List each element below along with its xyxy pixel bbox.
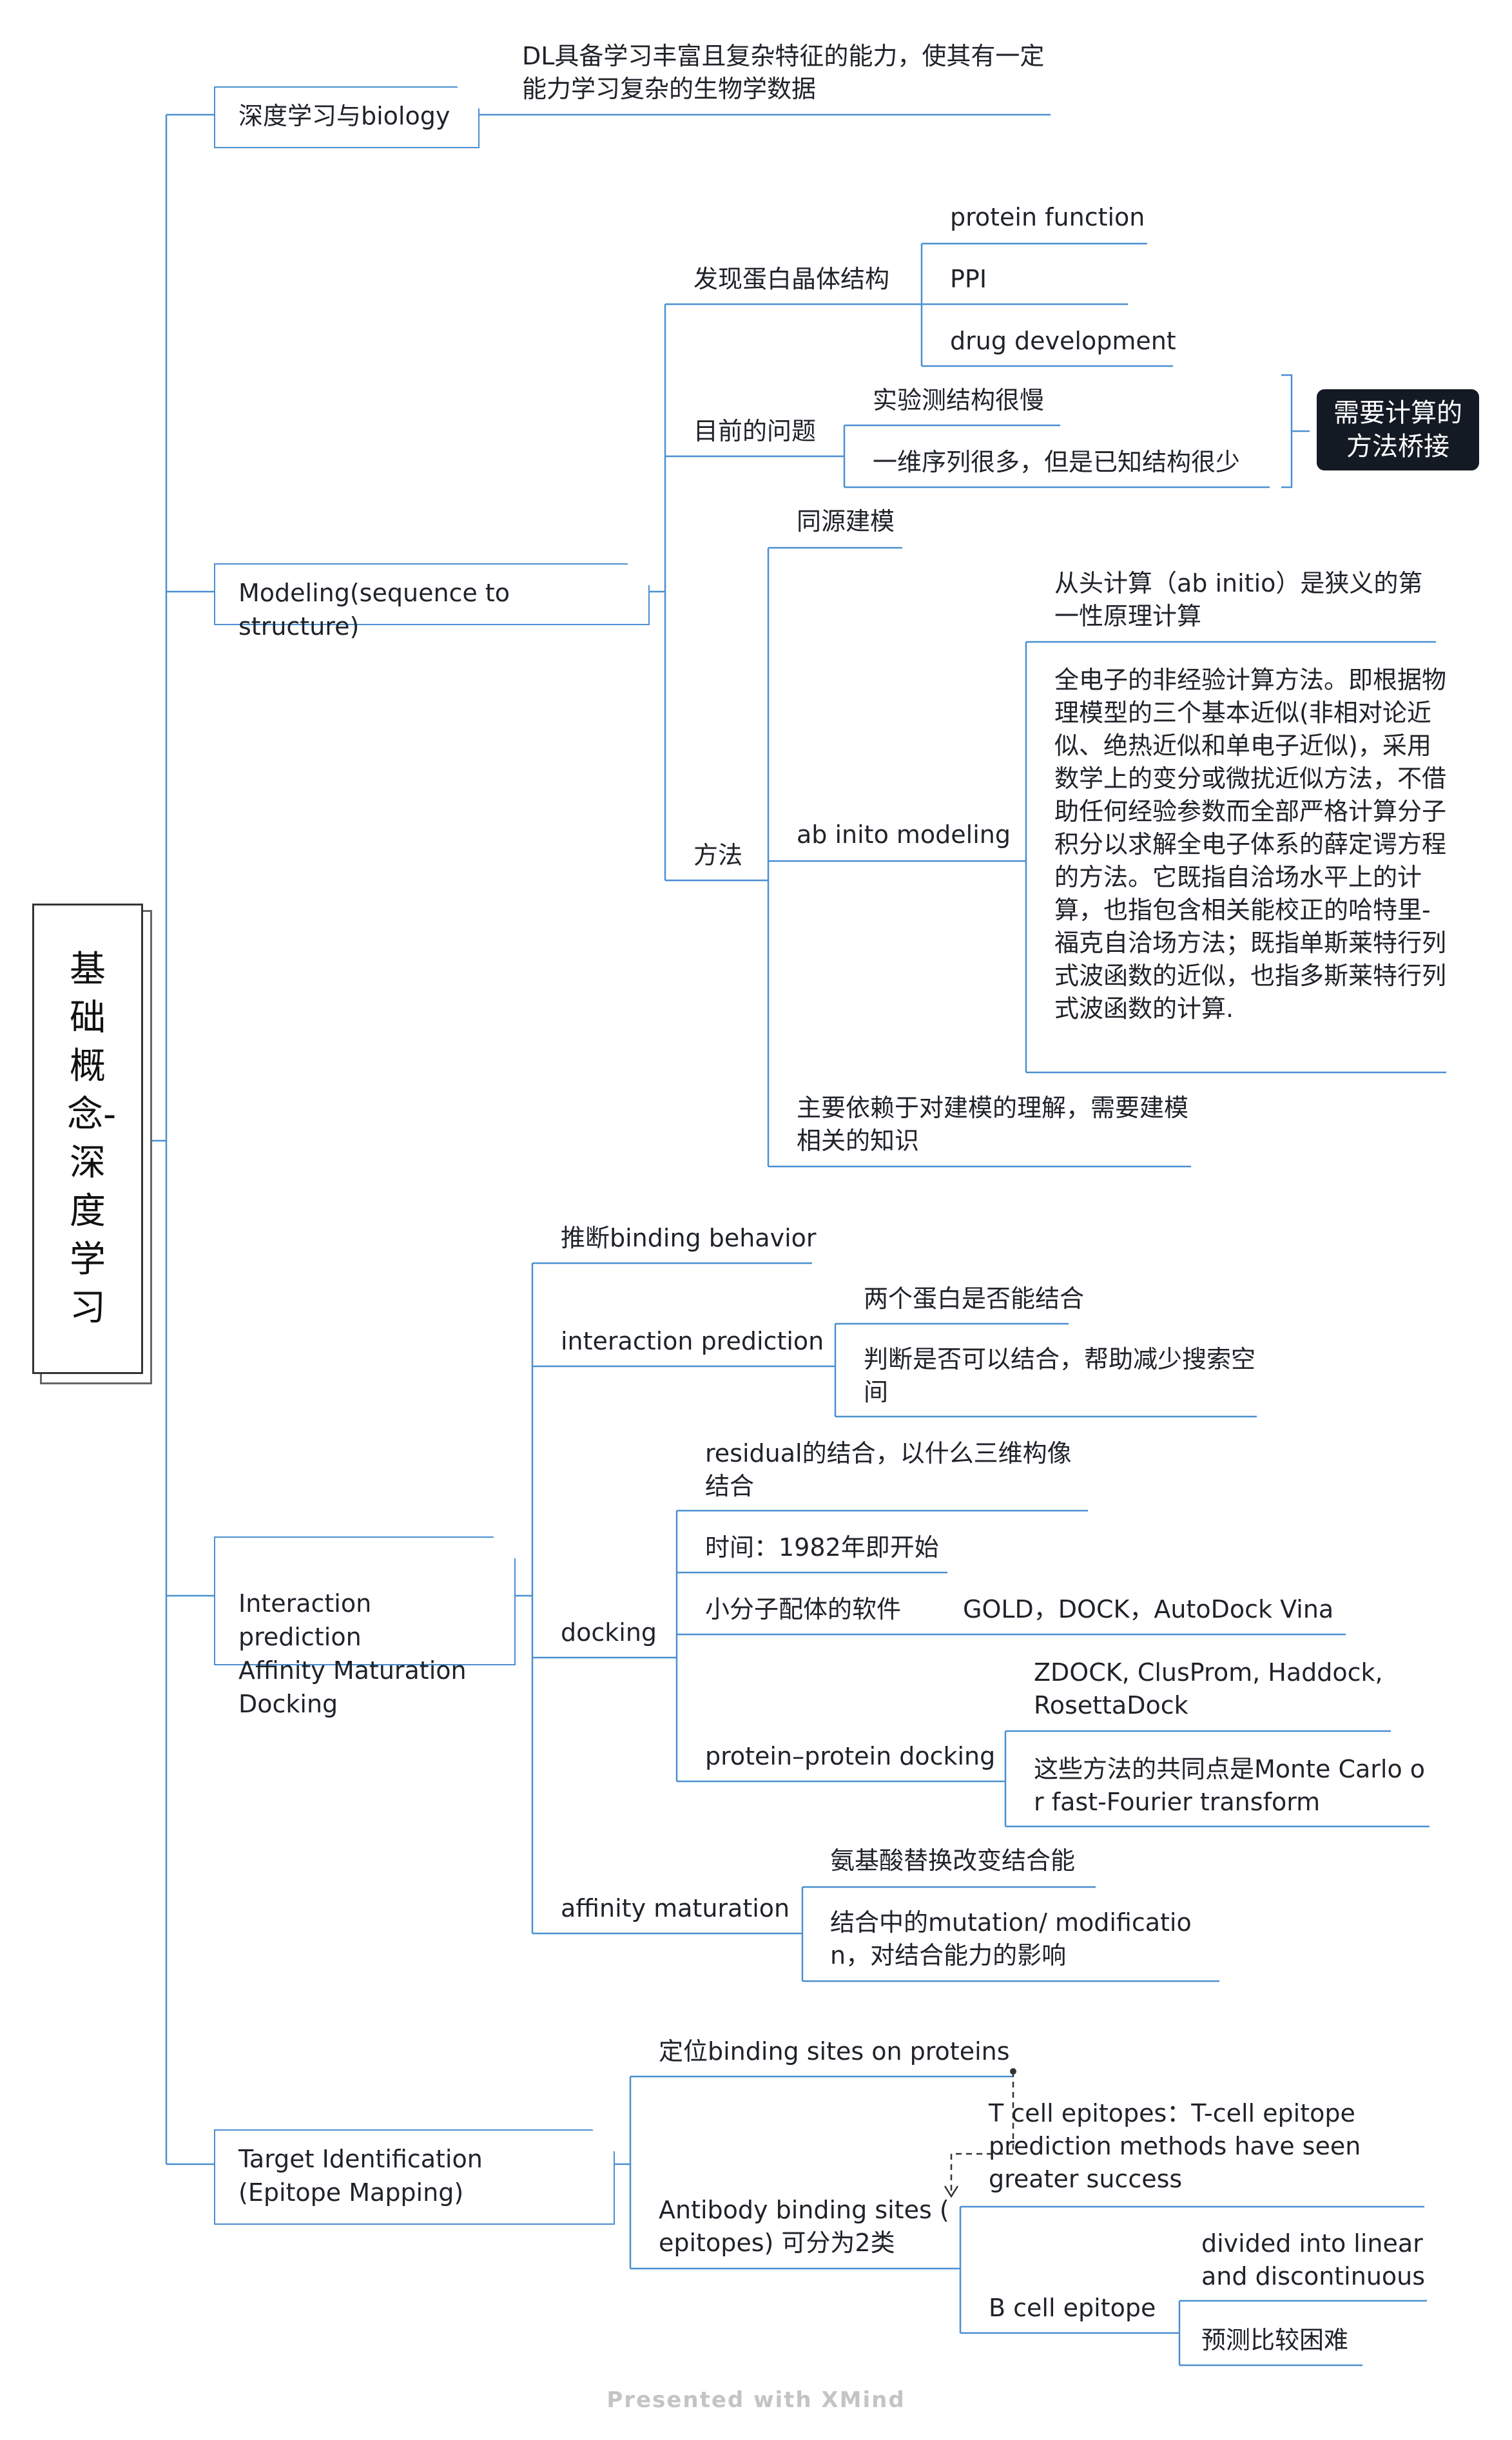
affinity-item-mutation[interactable]: 结合中的mutation/ modification，对结合能力的影响: [830, 1908, 1192, 1970]
topic-modeling-label: Modeling(sequence to structure): [238, 579, 510, 641]
topic-biology[interactable]: 深度学习与biology: [214, 86, 480, 148]
topic-biology-label: 深度学习与biology: [238, 102, 451, 130]
docking-small-tools[interactable]: GOLD，DOCK，AutoDock Vina: [963, 1595, 1334, 1623]
crystal-label[interactable]: 发现蛋白晶体结构: [693, 265, 890, 293]
ab-initio-definition-2[interactable]: 全电子的非经验计算方法。即根据物理模型的三个基本近似(非相对论近似、绝热近似和单…: [1054, 666, 1447, 1023]
locate-binding-sites[interactable]: 定位binding sites on proteins: [659, 2037, 1010, 2066]
problem-few-structures[interactable]: 一维序列很多，但是已知结构很少: [873, 448, 1241, 476]
methods-label[interactable]: 方法: [693, 841, 743, 869]
ip-item-can-bind[interactable]: 两个蛋白是否能结合: [864, 1284, 1085, 1313]
method-note[interactable]: 主要依赖于对建模的理解，需要建模相关的知识: [797, 1094, 1189, 1155]
b-cell-epitope[interactable]: B cell epitope: [989, 2294, 1156, 2322]
docking-protein-protein[interactable]: protein–protein docking: [705, 1742, 996, 1770]
topic-interaction-label: Interaction prediction Affinity Maturati…: [238, 1589, 467, 1718]
biology-note: DL具备学习丰富且复杂特征的能力，使其有一定能力学习复杂的生物学数据: [522, 42, 1045, 103]
docking-time[interactable]: 时间：1982年即开始: [705, 1533, 939, 1562]
b-cell-hard-to-predict[interactable]: 预测比较困难: [1201, 2326, 1349, 2354]
crystal-item-ppi[interactable]: PPI: [950, 265, 987, 293]
method-ab-inito[interactable]: ab inito modeling: [797, 820, 1011, 849]
docking-label[interactable]: docking: [561, 1618, 657, 1647]
footer-watermark: Presented with XMind: [606, 2387, 906, 2413]
summary-bridge-label: 需要计算的方法桥接: [1333, 398, 1462, 461]
root-topic[interactable]: 基础概念-深度学习: [32, 904, 143, 1374]
affinity-item-substitution[interactable]: 氨基酸替换改变结合能: [830, 1846, 1076, 1875]
crystal-item-drug-development[interactable]: drug development: [950, 327, 1176, 355]
pp-docking-tools[interactable]: ZDOCK, ClusProm, Haddock, RosettaDock: [1034, 1658, 1391, 1719]
problem-slow-experiment[interactable]: 实验测结构很慢: [873, 386, 1045, 414]
problems-label[interactable]: 目前的问题: [693, 417, 817, 445]
infer-binding[interactable]: 推断binding behavior: [561, 1224, 817, 1252]
docking-small-molecule[interactable]: 小分子配体的软件: [705, 1595, 902, 1623]
topic-target-label: Target Identification (Epitope Mapping): [238, 2145, 483, 2207]
interaction-prediction-label[interactable]: interaction prediction: [561, 1327, 824, 1355]
antibody-binding-sites[interactable]: Antibody binding sites ( epitopes) 可分为2类: [659, 2196, 957, 2257]
topic-target[interactable]: Target Identification (Epitope Mapping): [214, 2129, 615, 2225]
summary-bridge-topic[interactable]: 需要计算的方法桥接: [1317, 389, 1479, 470]
docking-residual[interactable]: residual的结合，以什么三维构像结合: [705, 1439, 1072, 1500]
t-cell-epitopes[interactable]: T cell epitopes：T-cell epitope predictio…: [989, 2099, 1369, 2193]
ip-item-reduce-search[interactable]: 判断是否可以结合，帮助减少搜索空间: [864, 1345, 1256, 1406]
method-homology[interactable]: 同源建模: [797, 507, 895, 536]
topic-modeling[interactable]: Modeling(sequence to structure): [214, 563, 650, 641]
b-cell-linear-discontinuous[interactable]: divided into linear and discontinuous: [1201, 2229, 1431, 2290]
ab-initio-definition-1[interactable]: 从头计算（ab initio）是狭义的第一性原理计算: [1054, 569, 1423, 630]
crystal-item-protein-function[interactable]: protein function: [950, 203, 1145, 231]
pp-docking-common[interactable]: 这些方法的共同点是Monte Carlo or fast-Fourier tra…: [1034, 1755, 1426, 1816]
affinity-maturation-label[interactable]: affinity maturation: [561, 1894, 790, 1922]
root-title: 基础概念-深度学习: [67, 949, 117, 1329]
topic-interaction[interactable]: Interaction prediction Affinity Maturati…: [214, 1536, 516, 1718]
